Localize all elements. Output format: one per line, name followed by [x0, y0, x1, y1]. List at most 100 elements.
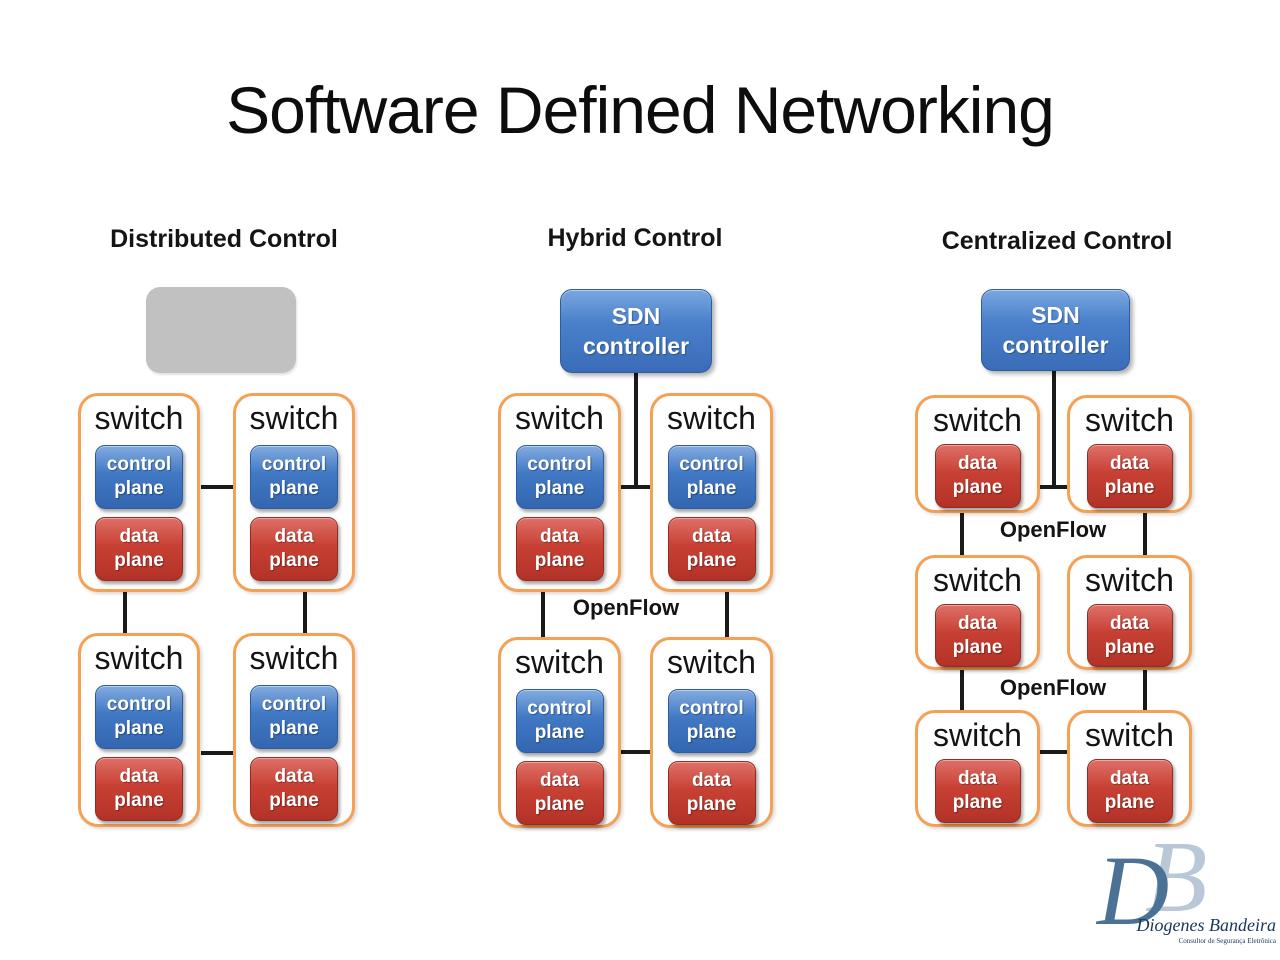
switch-hybrid-3: switch control plane data plane [498, 637, 621, 828]
control-plane-line1: control [527, 698, 592, 719]
switch-label: switch [515, 644, 604, 680]
data-plane-line1: data [539, 526, 580, 547]
connector-line-centralized-right-2 [1143, 669, 1147, 711]
sdn-controller-centralized: SDN controller [981, 289, 1130, 371]
sdn-controller-line2: controller [1002, 332, 1109, 358]
switch-centralized-3: switch data plane [915, 555, 1040, 670]
data-plane-line2: plane [1104, 636, 1155, 658]
control-plane-line2: plane [534, 478, 585, 499]
sdn-controller-line2: controller [582, 333, 690, 359]
control-plane-line1: control [679, 454, 744, 475]
data-plane-box: data plane [250, 517, 338, 581]
sdn-controller-line1: SDN [611, 303, 661, 329]
switch-hybrid-2: switch control plane data plane [650, 393, 773, 592]
data-plane-box: data plane [1086, 444, 1173, 508]
connector-line-distributed-bottom [201, 751, 233, 755]
connector-line-centralized-left-2 [960, 669, 964, 711]
data-plane-line1: data [957, 453, 998, 474]
connector-line-centralized-left-1 [960, 512, 964, 556]
connector-line-centralized-controller-stem [1052, 370, 1056, 488]
control-plane-box: control plane [95, 445, 183, 509]
data-plane-line1: data [691, 770, 732, 791]
control-plane-box: control plane [667, 689, 756, 753]
switch-label: switch [1085, 402, 1174, 438]
connector-line-hybrid-top [621, 485, 651, 489]
connector-line-hybrid-right [725, 591, 729, 638]
switch-distributed-2: switch control plane data plane [233, 393, 355, 592]
control-plane-line2: plane [686, 478, 737, 499]
data-plane-box: data plane [934, 444, 1021, 508]
control-plane-box: control plane [95, 685, 183, 749]
data-plane-line1: data [1109, 768, 1150, 789]
switch-distributed-3: switch control plane data plane [78, 633, 200, 827]
switch-hybrid-1: switch control plane data plane [498, 393, 621, 592]
switch-hybrid-4: switch control plane data plane [650, 637, 773, 828]
control-plane-box: control plane [250, 445, 338, 509]
connector-line-distributed-left [123, 591, 127, 634]
control-plane-box: control plane [667, 445, 756, 509]
data-plane-line1: data [1109, 612, 1150, 634]
data-plane-line1: data [274, 526, 314, 547]
data-plane-line1: data [957, 612, 998, 634]
control-plane-box: control plane [515, 689, 604, 753]
data-plane-box: data plane [1086, 604, 1173, 667]
control-plane-line2: plane [269, 478, 319, 499]
control-plane-box: control plane [515, 445, 604, 509]
column-header-centralized: Centralized Control [941, 227, 1173, 255]
control-plane-line1: control [527, 454, 592, 475]
connector-line-centralized-bottom [1040, 750, 1068, 754]
switch-label: switch [94, 400, 184, 436]
openflow-label-centralized-2: OpenFlow [999, 675, 1107, 700]
switch-label: switch [667, 400, 756, 436]
control-plane-line2: plane [114, 718, 164, 739]
connector-line-distributed-top [201, 485, 233, 489]
sdn-controller-line1: SDN [1031, 302, 1080, 328]
brand-tagline: Consultor de Segurança Eletrônica [1178, 937, 1276, 945]
control-plane-line2: plane [534, 722, 585, 743]
data-plane-box: data plane [667, 761, 756, 825]
switch-label: switch [1085, 562, 1174, 598]
connector-line-hybrid-left [541, 591, 545, 638]
data-plane-line2: plane [114, 790, 164, 811]
data-plane-line1: data [957, 768, 998, 789]
switch-centralized-1: switch data plane [915, 395, 1040, 513]
data-plane-box: data plane [667, 517, 756, 581]
control-plane-line1: control [106, 694, 172, 715]
slide-title: Software Defined Networking [226, 73, 1055, 147]
control-plane-line1: control [679, 698, 744, 719]
data-plane-box: data plane [250, 757, 338, 821]
data-plane-line2: plane [686, 550, 737, 571]
data-plane-line2: plane [534, 794, 585, 815]
switch-distributed-1: switch control plane data plane [78, 393, 200, 592]
switch-centralized-5: switch data plane [915, 710, 1040, 827]
control-plane-line1: control [106, 454, 172, 475]
sdn-controller-hybrid: SDN controller [560, 289, 712, 373]
logo-letter-d-icon: D [1097, 835, 1170, 946]
connector-line-hybrid-bottom [621, 750, 651, 754]
openflow-label-hybrid: OpenFlow [572, 595, 680, 620]
switch-label: switch [94, 640, 184, 676]
brand-name: Diogenes Bandeira [1136, 915, 1276, 935]
data-plane-line1: data [1109, 453, 1150, 474]
connector-line-distributed-right [303, 591, 307, 634]
switch-label: switch [667, 644, 756, 680]
data-plane-line1: data [119, 766, 159, 787]
control-plane-line2: plane [114, 478, 164, 499]
data-plane-box: data plane [515, 517, 604, 581]
data-plane-box: data plane [934, 759, 1021, 823]
data-plane-line1: data [691, 526, 732, 547]
data-plane-line2: plane [952, 792, 1003, 813]
column-header-hybrid: Hybrid Control [547, 224, 723, 252]
control-plane-line2: plane [686, 722, 737, 743]
data-plane-line2: plane [114, 550, 164, 571]
data-plane-line2: plane [269, 790, 319, 811]
legacy-control-placeholder [146, 287, 296, 373]
logo-letter-b-icon: B [1145, 821, 1208, 934]
switch-label: switch [933, 717, 1022, 753]
data-plane-box: data plane [934, 604, 1021, 667]
control-plane-line1: control [261, 454, 327, 475]
control-plane-line2: plane [269, 718, 319, 739]
data-plane-box: data plane [95, 757, 183, 821]
data-plane-box: data plane [95, 517, 183, 581]
